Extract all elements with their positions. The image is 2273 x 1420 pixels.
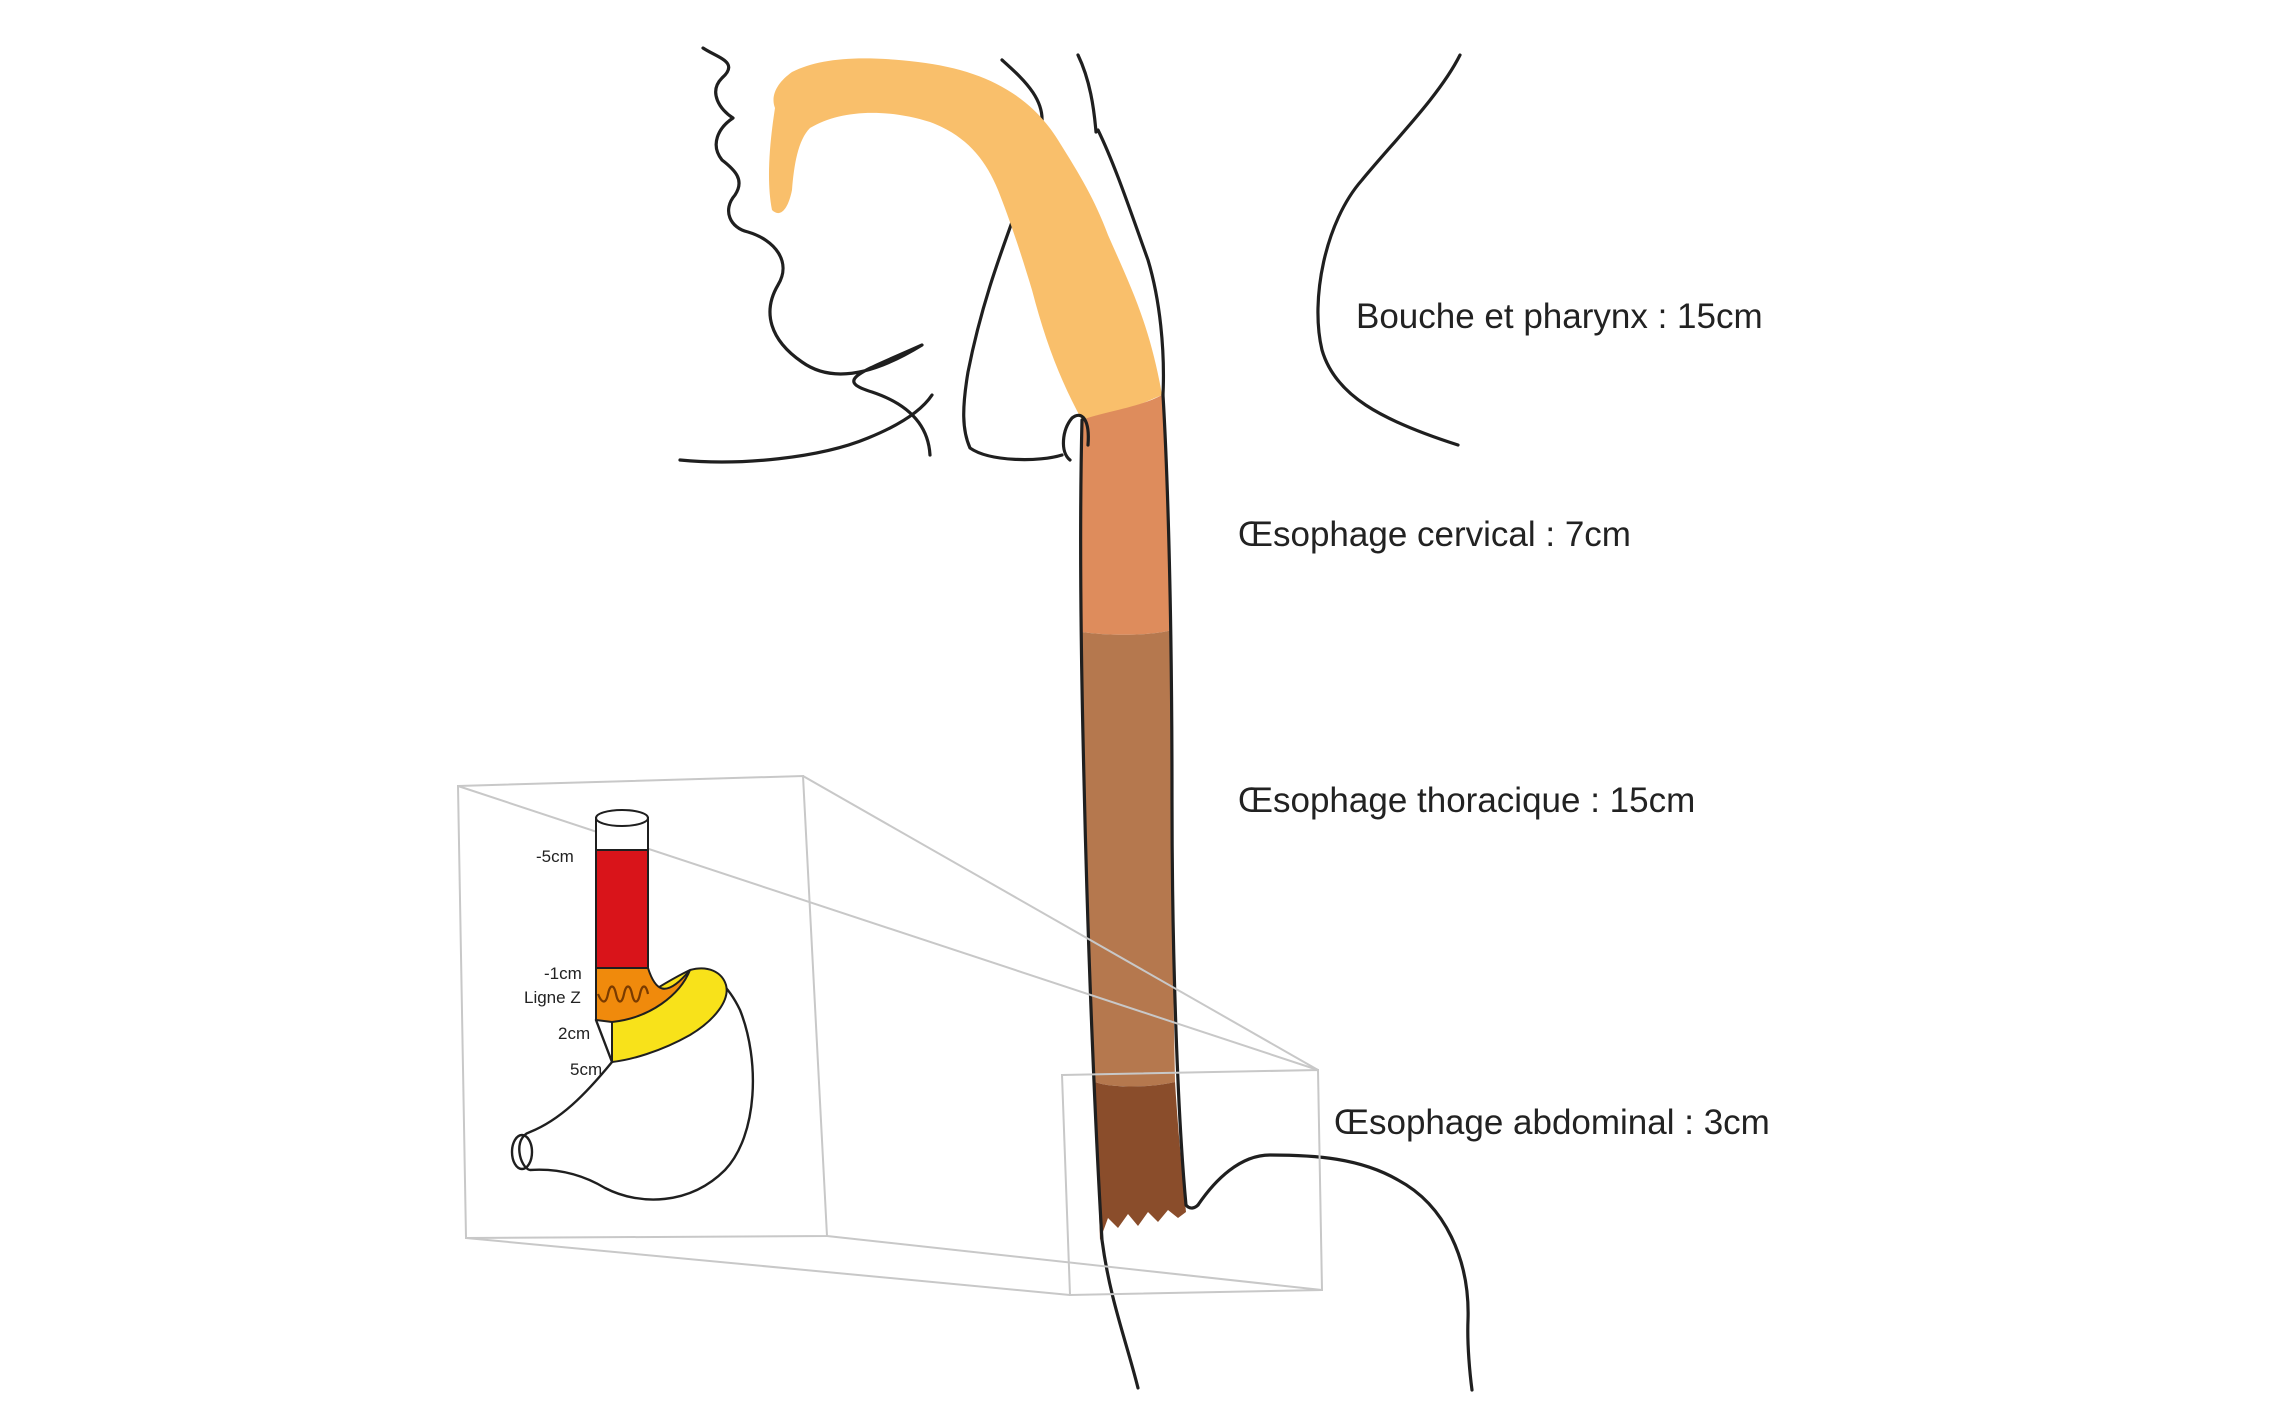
epiglottis-fold xyxy=(1061,413,1090,462)
esophagus-right-wall xyxy=(1161,393,1200,1210)
pharynx-region xyxy=(768,58,1162,420)
zoom-box-back xyxy=(1060,1068,1324,1297)
inset-pylorus xyxy=(510,1133,534,1171)
esophagus-left-wall xyxy=(1079,418,1140,1390)
face-profile xyxy=(701,46,932,457)
pharynx-outline-right xyxy=(1096,128,1166,397)
cervical-esophagus xyxy=(1080,395,1172,635)
inset-label-minus5: -5cm xyxy=(536,847,574,866)
zoom-box-edge-bottom-right xyxy=(826,1235,1323,1291)
label-cervical-esophagus: Œsophage cervical : 7cm xyxy=(1238,515,1631,554)
zoom-box-edge-top-right xyxy=(802,775,1319,1071)
back-of-head xyxy=(1076,53,1098,134)
label-abdominal-esophagus: Œsophage abdominal : 3cm xyxy=(1334,1103,1770,1142)
inset-cardia-yellow xyxy=(611,967,728,1064)
inset-gej: -5cm -1cm Ligne Z 2cm 5cm xyxy=(510,809,755,1201)
inset-esophagus-left-continuation xyxy=(594,1018,614,1064)
thoracic-esophagus xyxy=(1082,630,1175,1087)
inset-label-minus1: -1cm xyxy=(544,964,582,983)
label-thoracic-esophagus: Œsophage thoracique : 15cm xyxy=(1238,781,1695,820)
inset-zline-zigzag xyxy=(596,985,650,1003)
inset-esophagus-top xyxy=(595,809,649,827)
inset-label-zline: Ligne Z xyxy=(524,988,581,1007)
inset-esophagus-red xyxy=(595,849,649,969)
back-of-neck xyxy=(1316,53,1462,447)
stomach-outline xyxy=(1196,1153,1474,1392)
nape-line xyxy=(962,58,1064,462)
inset-stomach xyxy=(518,970,755,1201)
zoom-box-edge-bottom xyxy=(465,1237,1071,1296)
chin-neck-line xyxy=(678,393,934,464)
abdominal-esophagus xyxy=(1095,1082,1186,1240)
inset-zline-orange xyxy=(595,967,691,1024)
label-mouth-pharynx: Bouche et pharynx : 15cm xyxy=(1356,297,1763,336)
inset-label-plus5: 5cm xyxy=(570,1060,602,1079)
inset-label-plus2: 2cm xyxy=(558,1024,590,1043)
